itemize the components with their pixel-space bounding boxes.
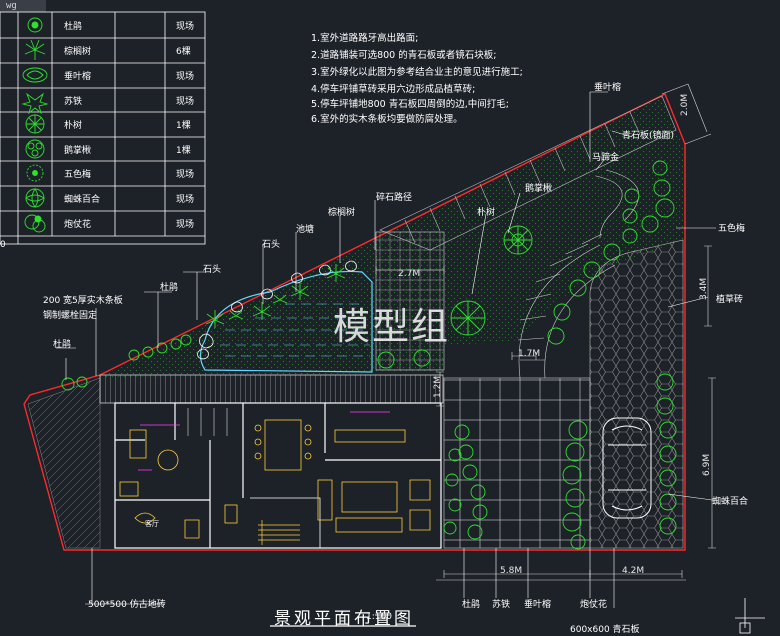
legend-name-3: 垂叶榕	[64, 72, 92, 82]
dim-corner: 2.0M	[680, 93, 690, 116]
drawing-scale: 1:100	[366, 612, 392, 622]
weeping-fig-symbol-icon	[22, 67, 48, 83]
lantana-symbol-icon	[26, 164, 44, 182]
dim-bottom-left: 5.8M	[500, 566, 523, 576]
label-deck-2: 钢制螺栓固定	[43, 311, 98, 321]
note-6: 6.室外的实木条板均要做防腐处理。	[311, 114, 463, 125]
label-lantana: 五色梅	[718, 224, 746, 234]
palm-symbol-icon	[24, 39, 46, 60]
note-3: 3.室外绿化以此图为参考结合业主的意见进行施工;	[311, 67, 523, 78]
pond-rocks	[197, 260, 357, 360]
label-palm: 棕榈树	[328, 208, 356, 218]
timber-deck	[99, 374, 444, 404]
house-furniture	[119, 419, 431, 539]
drawing-title: 景观平面布置图	[274, 609, 414, 629]
legend-name-9: 炮仗花	[64, 220, 92, 230]
legend-name-5: 朴树	[64, 121, 83, 131]
label-bluestone: 青石板(镜面)	[622, 131, 675, 141]
label-weeping-fig: 垂叶榕	[594, 83, 622, 93]
property-boundary	[23, 93, 686, 551]
label-paving: 500*500 仿古地砖	[88, 600, 166, 610]
label-horse-saddle: 马蹄金	[592, 153, 620, 163]
legend-qty-6: 1棵	[176, 146, 191, 156]
legend-qty-2: 6棵	[176, 47, 191, 57]
label-grass-brick: 植草砖	[716, 295, 744, 305]
leader-lines	[56, 91, 716, 608]
label-pond: 池塘	[296, 225, 315, 235]
house-details	[138, 411, 390, 471]
spider-lily-symbol-icon	[25, 188, 45, 208]
dim-bottom-right: 4.2M	[622, 566, 645, 576]
label-bottom-weeping-fig: 垂叶榕	[524, 600, 552, 610]
hex-paving	[589, 239, 684, 549]
legend-qty-7: 现场	[176, 170, 195, 180]
dim-path-width: 2.7M	[398, 269, 421, 279]
label-stone-left: 石头	[203, 265, 222, 275]
bluestone-paving	[443, 377, 591, 549]
label-bottom-cycad: 苏铁	[492, 600, 511, 610]
legend-name-7: 五色梅	[64, 170, 92, 180]
legend-qty-3: 现场	[176, 72, 195, 82]
legend-name-8: 蜘蛛百合	[64, 195, 101, 205]
legend-qty-5: 1棵	[176, 121, 191, 131]
dim-parking: 6.9M	[702, 453, 712, 476]
legend-qty-1: 现场	[176, 22, 195, 32]
legend-name-4: 苏铁	[64, 97, 83, 107]
note-2: 2.道路铺装可选800 的青石板或者镜石块板;	[311, 50, 497, 61]
legend-qty-4: 现场	[176, 97, 195, 107]
label-bottom-flame-vine: 炮仗花	[580, 600, 608, 610]
hackberry-symbol-icon	[25, 114, 45, 134]
dim-deck-depth: 1.2M	[433, 375, 443, 398]
label-hackberry: 朴树	[477, 208, 496, 218]
cycad-symbol-icon	[21, 92, 49, 115]
legend-symbols	[21, 17, 49, 233]
label-deck-1: 200 宽5厚实木条板	[43, 296, 123, 306]
legend-fragment: 0	[0, 240, 6, 250]
garden-plants	[61, 160, 677, 550]
azalea-symbol-icon	[27, 17, 43, 33]
label-bottom-azalea: 杜鹃	[462, 600, 481, 610]
note-1: 1.室外道路路牙高出路面;	[311, 33, 419, 44]
label-living-room: 客厅	[145, 520, 159, 528]
label-azalea-left: 杜鹃	[53, 340, 72, 350]
legend-qty-9: 现场	[176, 220, 195, 230]
stair	[258, 520, 300, 545]
drawing-tab[interactable]: wg	[0, 0, 46, 12]
label-stone-top: 石头	[262, 240, 281, 250]
legend-qty-8: 现场	[176, 195, 195, 205]
left-tiled-zone	[27, 377, 101, 549]
dimension-lines	[375, 83, 716, 581]
legend-name-1: 杜鹃	[64, 22, 83, 32]
label-bottom-bluestone: 600x600 青石板	[570, 625, 640, 635]
dim-step: 1.7M	[518, 349, 541, 359]
note-4: 4.停车坪铺草砖采用六边形成品植草砖;	[311, 84, 476, 95]
label-tulip-tree: 鹅掌楸	[525, 184, 553, 194]
label-spider-lily: 蜘蛛百合	[712, 497, 749, 507]
legend-table	[0, 11, 206, 245]
legend-name-2: 棕榈树	[64, 47, 92, 57]
gravel-path	[375, 231, 445, 371]
legend-name-6: 鹅掌楸	[64, 146, 92, 156]
dim-grass-brick: 3.4M	[699, 277, 709, 300]
label-azalea-top: 杜鹃	[160, 283, 179, 293]
tulip-tree-symbol-icon	[25, 139, 45, 159]
flame-vine-symbol-icon	[24, 214, 46, 233]
parked-car	[602, 417, 652, 519]
note-5: 5.停车坪铺地800 青石板四周倒的边,中间打毛;	[311, 99, 509, 110]
watermark: 模型组	[333, 305, 450, 348]
curved-step-path-upper	[595, 169, 640, 239]
label-path: 碎石路径	[376, 193, 413, 203]
